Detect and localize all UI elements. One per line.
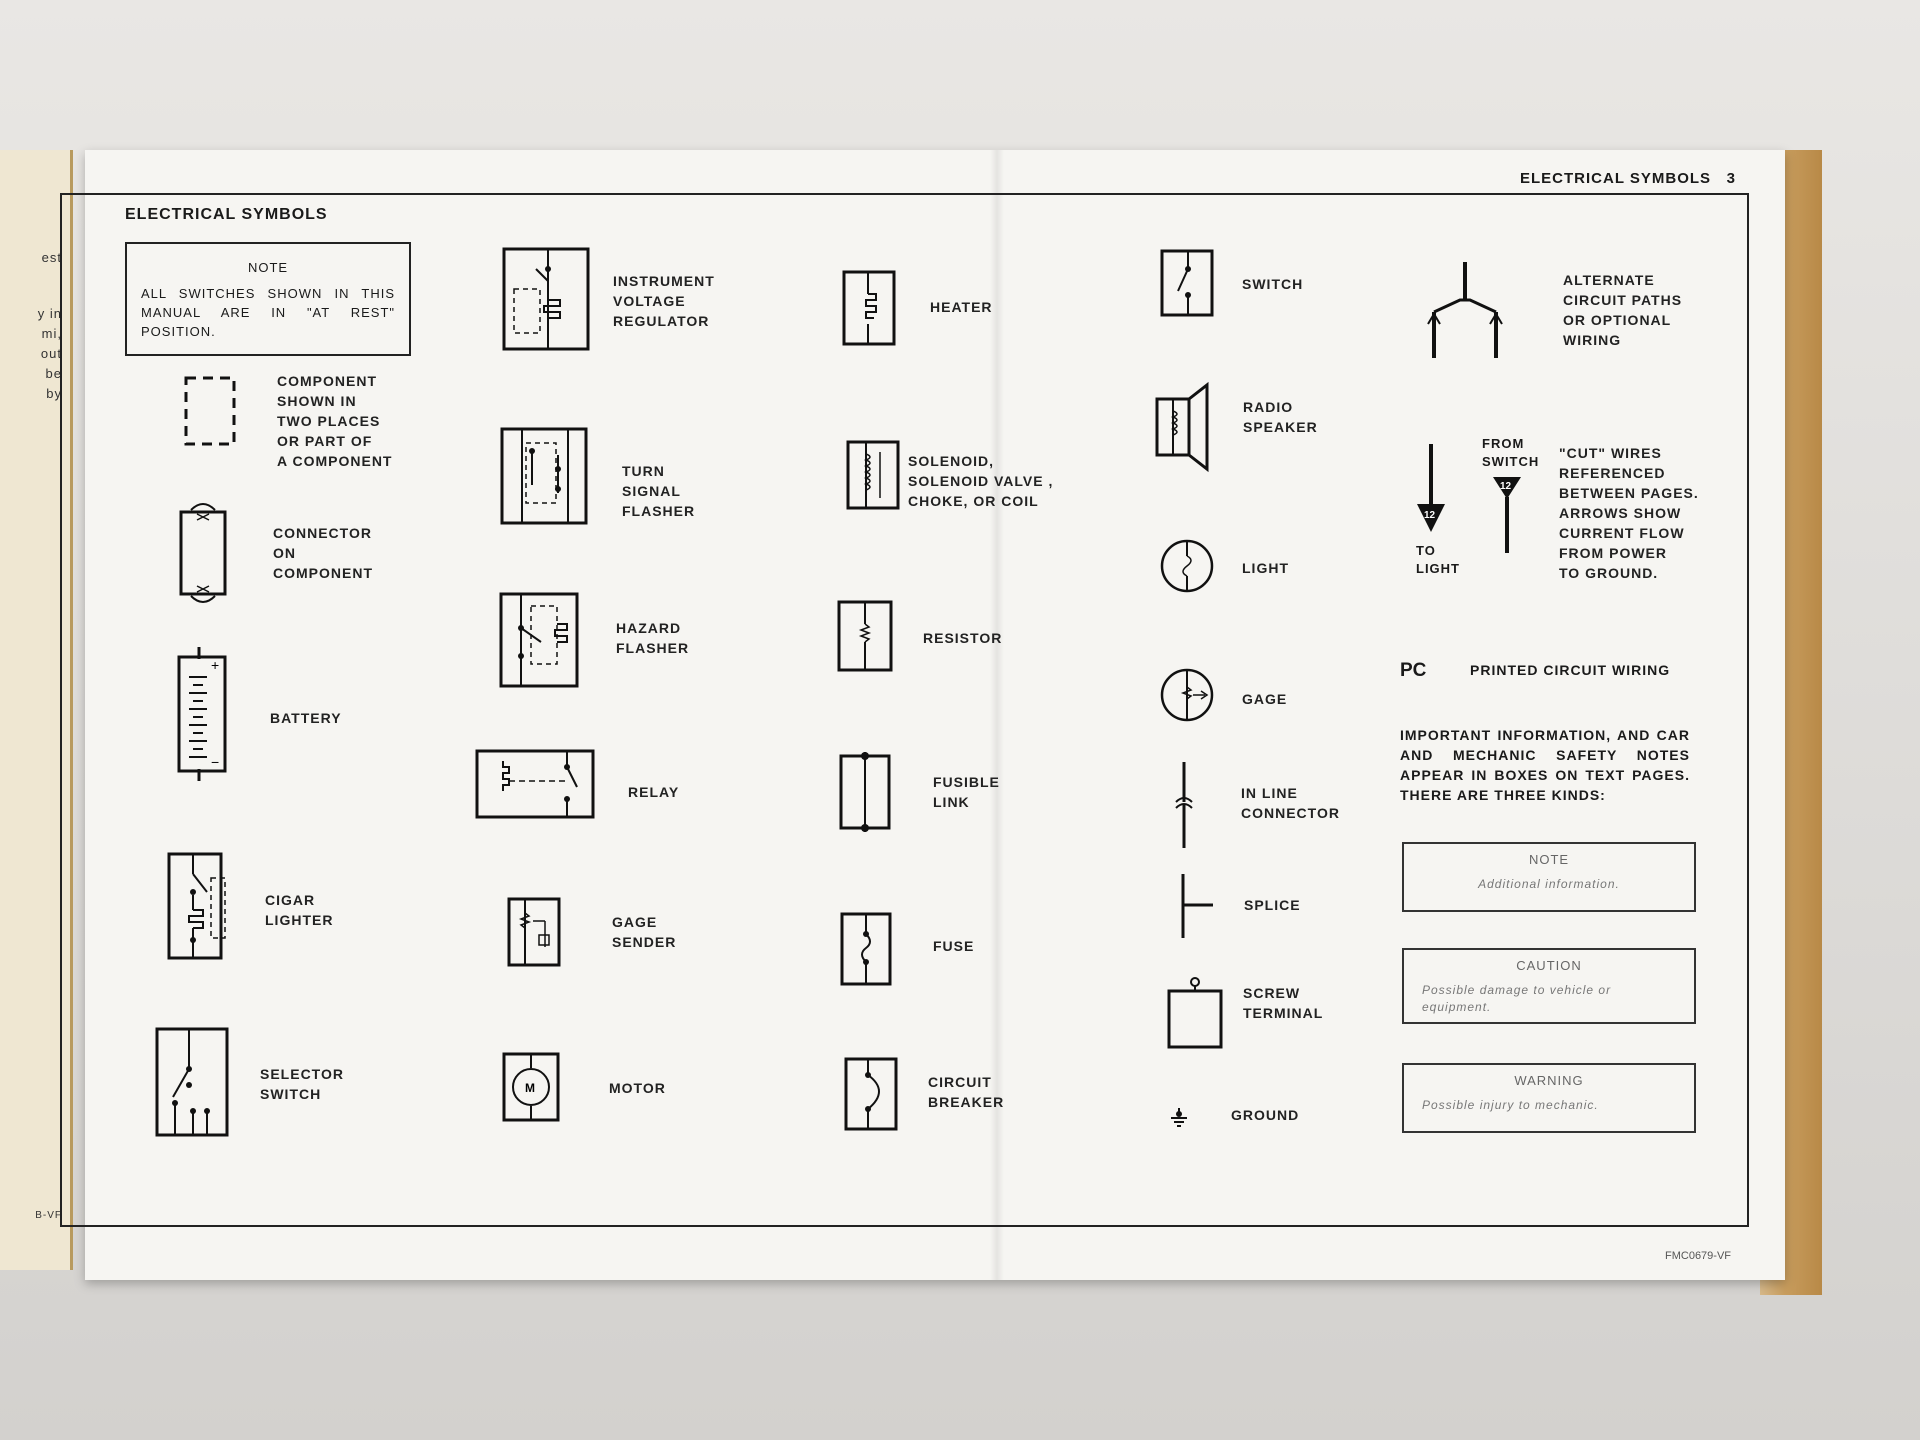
hazard-flasher-symbol (497, 590, 587, 690)
component-symbol (180, 372, 240, 452)
cut-number: 12 (1500, 481, 1512, 492)
previous-page-fragment: out (40, 346, 62, 361)
cigar-lighter-label: CIGAR LIGHTER (265, 892, 334, 928)
fuse-symbol (838, 910, 898, 988)
resistor-label: RESISTOR (923, 630, 1003, 646)
warning-kind-title: WARNING (1514, 1073, 1584, 1088)
motor-label: MOTOR (609, 1080, 666, 1096)
note-kind-title: NOTE (1528, 852, 1570, 867)
previous-page-fragment: B-VF (35, 1210, 62, 1221)
turn-signal-flasher-label: TURN SIGNAL FLASHER (622, 463, 696, 519)
important-info: IMPORTANT INFORMATION, AND CAR AND MECHA… (1400, 727, 1690, 803)
pc-abbreviation: PC (1400, 660, 1427, 681)
gage-label: GAGE (1242, 691, 1288, 707)
previous-page-fragment: by (46, 386, 62, 401)
relay-symbol (473, 747, 598, 822)
page-spine (990, 150, 1004, 1280)
heater-symbol (840, 268, 900, 348)
motor-symbol: M (500, 1050, 560, 1125)
alternate-paths-label: ALTERNATE CIRCUIT PATHS OR OPTIONAL WIRI… (1563, 272, 1683, 348)
turn-signal-flasher-symbol (498, 425, 598, 530)
component-label: COMPONENT SHOWN IN TWO PLACES OR PART OF… (277, 373, 393, 469)
ground-label: GROUND (1231, 1107, 1300, 1123)
light-symbol (1157, 536, 1217, 596)
motor-letter: M (525, 1081, 535, 1095)
solenoid-symbol (844, 438, 904, 513)
note-box: NOTE ALL SWITCHES SHOWN IN THIS MANUAL A… (125, 242, 411, 356)
fusible-link-label: FUSIBLE LINK (933, 774, 1000, 810)
svg-text:−: − (211, 754, 219, 770)
in-line-connector-symbol (1170, 760, 1200, 850)
previous-page-fragment: be (45, 366, 62, 381)
cut-number: 12 (1424, 510, 1436, 521)
gage-sender-label: GAGE SENDER (612, 914, 677, 950)
screw-terminal-symbol (1165, 973, 1225, 1053)
caution-kind-box: CAUTION Possible damage to vehicle or eq… (1402, 948, 1696, 1024)
connector-label: CONNECTOR ON COMPONENT (273, 525, 373, 581)
splice-label: SPLICE (1244, 897, 1301, 913)
note-title: NOTE (247, 260, 289, 275)
switch-label: SWITCH (1242, 276, 1304, 292)
gage-symbol (1157, 665, 1217, 725)
fusible-link-symbol (837, 748, 897, 836)
manual-page: ELECTRICAL SYMBOLS 3 ELECTRICAL SYMBOLS … (60, 150, 1785, 1280)
caution-kind-desc: Possible damage to vehicle or equipment. (1422, 983, 1612, 1014)
light-label: LIGHT (1242, 560, 1289, 576)
note-text: ALL SWITCHES SHOWN IN THIS MANUAL ARE IN… (141, 286, 395, 339)
gage-sender-symbol (505, 895, 565, 970)
page-frame (60, 193, 1749, 1227)
hazard-flasher-label: HAZARD FLASHER (616, 620, 690, 656)
heater-label: HEATER (930, 299, 993, 315)
note-kind-box: NOTE Additional information. (1402, 842, 1696, 912)
alternate-paths-symbol (1420, 260, 1510, 360)
note-kind-desc: Additional information. (1478, 877, 1620, 891)
warning-kind-desc: Possible injury to mechanic. (1422, 1098, 1599, 1112)
resistor-symbol (835, 598, 895, 673)
ground-symbol (1167, 1106, 1191, 1132)
running-head-title: ELECTRICAL SYMBOLS (1520, 170, 1712, 187)
screw-terminal-label: SCREW TERMINAL (1243, 985, 1324, 1021)
footer-code: FMC0679-VF (1665, 1250, 1732, 1262)
running-head: ELECTRICAL SYMBOLS 3 (1520, 170, 1736, 187)
svg-text:+: + (211, 657, 219, 673)
pc-label: PRINTED CIRCUIT WIRING (1470, 662, 1671, 678)
solenoid-label: SOLENOID, SOLENOID VALVE , CHOKE, OR COI… (908, 453, 1054, 509)
relay-label: RELAY (628, 784, 680, 800)
connector-symbol (173, 498, 235, 608)
selector-switch-symbol (153, 1025, 233, 1140)
instrument-voltage-regulator-symbol (500, 245, 600, 355)
radio-speaker-symbol (1153, 381, 1215, 476)
cut-wires-label: "CUT" WIRES REFERENCED BETWEEN PAGES. AR… (1559, 445, 1699, 581)
switch-symbol (1158, 247, 1218, 319)
warning-kind-box: WARNING Possible injury to mechanic. (1402, 1063, 1696, 1133)
radio-speaker-label: RADIO SPEAKER (1243, 399, 1318, 435)
from-switch-label: FROM SWITCH (1482, 436, 1540, 469)
previous-page-fragment: y in (37, 306, 62, 321)
caution-kind-title: CAUTION (1516, 958, 1582, 973)
cigar-lighter-symbol (165, 850, 245, 965)
cut-wire-to-light-symbol: 12 (1413, 442, 1453, 542)
instrument-voltage-regulator-label: INSTRUMENT VOLTAGE REGULATOR (613, 273, 715, 329)
section-title: ELECTRICAL SYMBOLS (125, 206, 328, 223)
selector-switch-label: SELECTOR SWITCH (260, 1066, 344, 1102)
battery-symbol: +− (169, 645, 239, 785)
previous-page-fragment: mi, (41, 326, 62, 341)
to-light-label: TO LIGHT (1416, 543, 1460, 576)
page-number: 3 (1726, 170, 1736, 187)
in-line-connector-label: IN LINE CONNECTOR (1241, 785, 1340, 821)
previous-page-fragment: est (41, 250, 62, 265)
fuse-label: FUSE (933, 938, 975, 954)
splice-symbol (1173, 872, 1223, 942)
circuit-breaker-label: CIRCUIT BREAKER (928, 1074, 1005, 1110)
cut-wire-from-switch-symbol: 12 (1489, 475, 1529, 555)
circuit-breaker-symbol (842, 1055, 902, 1133)
battery-label: BATTERY (270, 710, 342, 726)
